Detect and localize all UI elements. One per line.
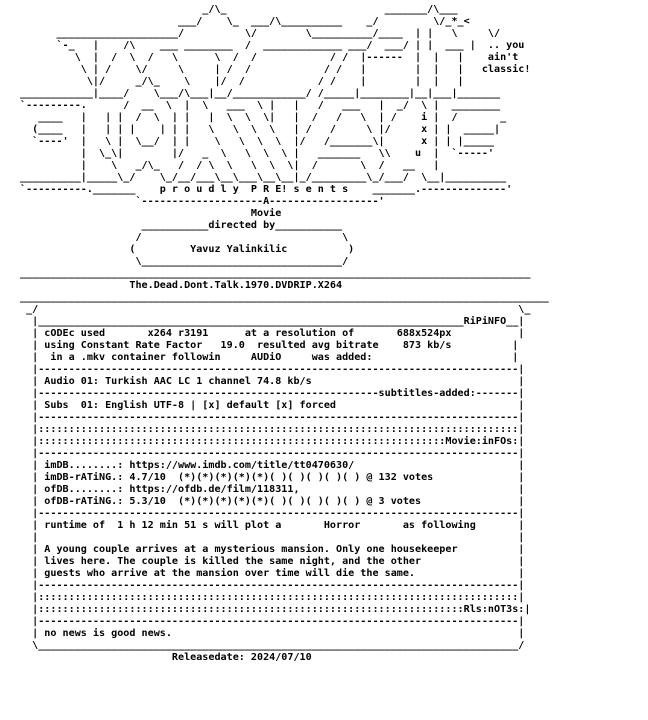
nfo-line: ___/ \_ ___/\__________ _/ \/_*_< bbox=[20, 16, 470, 27]
nfo-line: ___________directed by___________ bbox=[20, 220, 343, 231]
nfo-line: | Audio 01: Turkish AAC LC 1 channel 74.… bbox=[20, 376, 525, 387]
nfo-line: ( Yavuz Yalinkilic ) bbox=[20, 244, 355, 255]
nfo-line: | A young couple arrives at a mysterious… bbox=[20, 544, 525, 555]
nfo-line: |---------------------------------------… bbox=[20, 448, 525, 459]
nfo-line: ____________|____/ \___/\___|__/________… bbox=[20, 88, 501, 99]
nfo-line: ________________________________________… bbox=[20, 268, 531, 279]
nfo-line: | guests who arrive at the mansion over … bbox=[20, 568, 525, 579]
nfo-line: | | bbox=[20, 532, 525, 543]
nfo-line: (____ | | | | | | | \ \ \ \ | / / \ |/ x… bbox=[20, 124, 501, 135]
nfo-line: |---------------------------------------… bbox=[20, 616, 525, 627]
nfo-line: |---------------------------------------… bbox=[20, 388, 525, 399]
nfo-line: |:::::::::::::::::::::::::::::::::::::::… bbox=[20, 436, 525, 447]
nfo-line: | using Constant Rate Factor 19.0 result… bbox=[20, 340, 519, 351]
nfo-line: | imDB-rATiNG.: 4.7/10 (*)(*)(*)(*)(*)( … bbox=[20, 472, 525, 483]
nfo-line: | imDB........: https://www.imdb.com/tit… bbox=[20, 460, 525, 471]
nfo-line: ____ | | | / \ | | | \ \ \| | / / \ | / … bbox=[20, 112, 507, 123]
nfo-line: | \_\| |/ _ \ \ \ \ | _______ \\ u | `--… bbox=[20, 148, 495, 159]
nfo-line: _/ \_ bbox=[20, 304, 531, 315]
nfo-line: __________|_____\_/ \_/__/___\__\___\__\… bbox=[20, 172, 507, 183]
nfo-line: | no news is good news. | bbox=[20, 628, 525, 639]
nfo-line: ____________________/ \/ \__________/___… bbox=[20, 28, 501, 39]
nfo-line: |---------------------------------------… bbox=[20, 508, 525, 519]
nfo-line: |:::::::::::::::::::::::::::::::::::::::… bbox=[20, 592, 525, 603]
nfo-line: | runtime of 1 h 12 min 51 s will plot a… bbox=[20, 520, 525, 531]
nfo-line: `---------. / __ \ | \ ___ \ | | / ___ |… bbox=[20, 100, 501, 111]
nfo-line: \ | / \ / \ \ / / / / |------ | | | ain'… bbox=[20, 52, 519, 63]
nfo-line: | Subs 01: English UTF-8 | [x] default [… bbox=[20, 400, 525, 411]
nfo-line: The.Dead.Dont.Talk.1970.DVDRIP.X264 bbox=[20, 280, 343, 291]
nfo-line: | in a .mkv container followin AUDiO was… bbox=[20, 352, 519, 363]
nfo-line: | lives here. The couple is killed the s… bbox=[20, 556, 525, 567]
nfo-line: \_________________________________/ bbox=[20, 256, 349, 267]
nfo-line: | \ _/\_ / / \ \ \ \ \| / \ / __ | bbox=[20, 160, 440, 171]
nfo-line: |:::::::::::::::::::::::::::::::::::::::… bbox=[20, 604, 531, 615]
nfo-line: \ | / \/ \ | / / / / | | | | classic! bbox=[20, 64, 531, 75]
nfo-line: |_______________________________________… bbox=[20, 316, 525, 327]
nfo-line: | ofDB........: https://ofdb.de/film/118… bbox=[20, 484, 525, 495]
nfo-line: _/\_ _______/\___ bbox=[20, 4, 458, 15]
nfo-line: | cODEc used x264 r3191 at a resolution … bbox=[20, 328, 525, 339]
nfo-line: Releasedate: 2024/07/10 bbox=[20, 652, 312, 663]
nfo-line: `----------._______ p r o u d l y P R E!… bbox=[20, 184, 513, 195]
nfo-line: `--------------------A------------------… bbox=[20, 196, 385, 207]
nfo-line: \|/ _/\_ \ |/ / / / | | | | bbox=[20, 76, 464, 87]
nfo-line: `-_ | /\ ___ ________ / _____________ __… bbox=[20, 40, 525, 51]
nfo-line: | ofDB-rATiNG.: 5.3/10 (*)(*)(*)(*)(*)( … bbox=[20, 496, 525, 507]
nfo-line: |---------------------------------------… bbox=[20, 580, 525, 591]
nfo-line: |:::::::::::::::::::::::::::::::::::::::… bbox=[20, 424, 525, 435]
nfo-line: Movie bbox=[20, 208, 282, 219]
nfo-line: \_______________________________________… bbox=[20, 640, 525, 651]
nfo-line: `----' | \ | \__/ | | \ \ \ \ |/ /______… bbox=[20, 136, 495, 147]
nfo-line: |---------------------------------------… bbox=[20, 364, 525, 375]
nfo-line: / \ bbox=[20, 232, 349, 243]
nfo-line: ________________________________________… bbox=[20, 292, 549, 303]
nfo-line: |---------------------------------------… bbox=[20, 412, 525, 423]
